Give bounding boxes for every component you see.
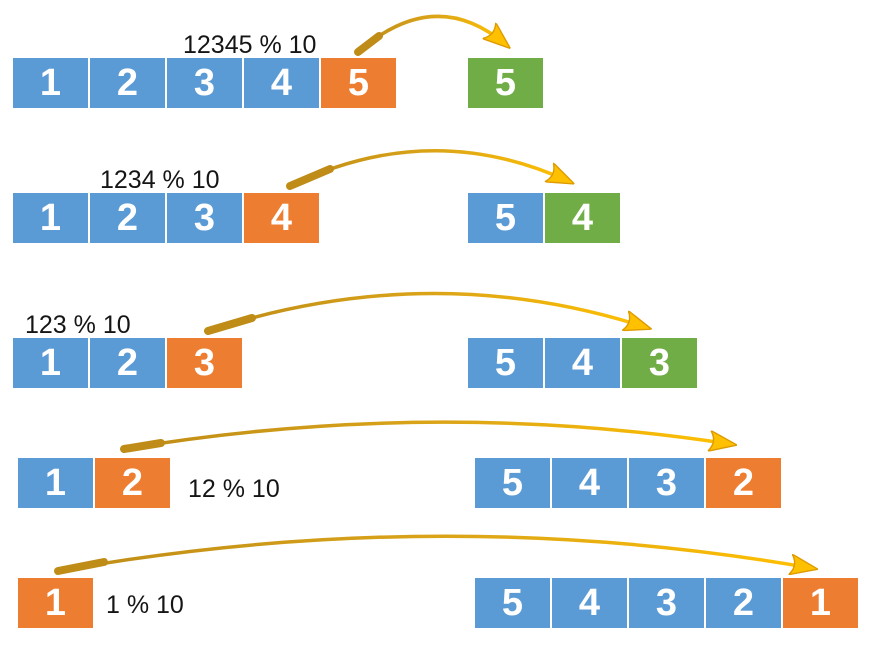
curved-arrow-5: [54, 534, 811, 571]
digit-cell-blue: 2: [90, 193, 165, 243]
digit-cell-blue: 4: [552, 458, 627, 508]
digit-cell-blue: 5: [468, 338, 543, 388]
curved-arrow-1: [354, 14, 505, 56]
digit-cell-blue: 3: [167, 58, 242, 108]
curved-arrow-3: [204, 291, 645, 335]
digit-cell-green: 5: [468, 58, 543, 108]
digit-cell-blue: 4: [545, 338, 620, 388]
digit-cell-blue: 1: [18, 458, 93, 508]
digit-cell-blue: 5: [475, 458, 550, 508]
digit-cell-orange: 2: [95, 458, 170, 508]
digit-cell-orange: 1: [18, 578, 93, 628]
modulo-expression: 12345 % 10: [183, 31, 317, 59]
curved-arrow-4: [120, 420, 730, 453]
digit-cell-orange: 4: [244, 193, 319, 243]
digit-cell-blue: 2: [90, 58, 165, 108]
right-digit-array: 5: [468, 58, 543, 108]
digit-cell-orange: 3: [167, 338, 242, 388]
left-digit-array: 1: [18, 578, 93, 628]
digit-cell-blue: 5: [468, 193, 543, 243]
digit-cell-blue: 1: [13, 338, 88, 388]
digit-cell-blue: 3: [629, 458, 704, 508]
digit-cell-blue: 3: [167, 193, 242, 243]
digit-cell-orange: 5: [321, 58, 396, 108]
digit-cell-green: 4: [545, 193, 620, 243]
digit-cell-blue: 1: [13, 193, 88, 243]
modulo-expression: 12 % 10: [188, 475, 280, 503]
digit-cell-orange: 2: [706, 458, 781, 508]
digit-cell-blue: 4: [244, 58, 319, 108]
curved-arrow-2: [286, 149, 568, 190]
digit-cell-blue: 1: [13, 58, 88, 108]
modulo-expression: 1234 % 10: [100, 166, 220, 194]
digit-cell-blue: 5: [475, 578, 550, 628]
modulo-expression: 123 % 10: [25, 311, 131, 339]
digit-cell-blue: 3: [629, 578, 704, 628]
digit-cell-blue: 2: [90, 338, 165, 388]
digit-cell-blue: 2: [706, 578, 781, 628]
digit-cell-green: 3: [622, 338, 697, 388]
digit-cell-orange: 1: [783, 578, 858, 628]
digit-cell-blue: 4: [552, 578, 627, 628]
modulo-expression: 1 % 10: [106, 591, 184, 619]
